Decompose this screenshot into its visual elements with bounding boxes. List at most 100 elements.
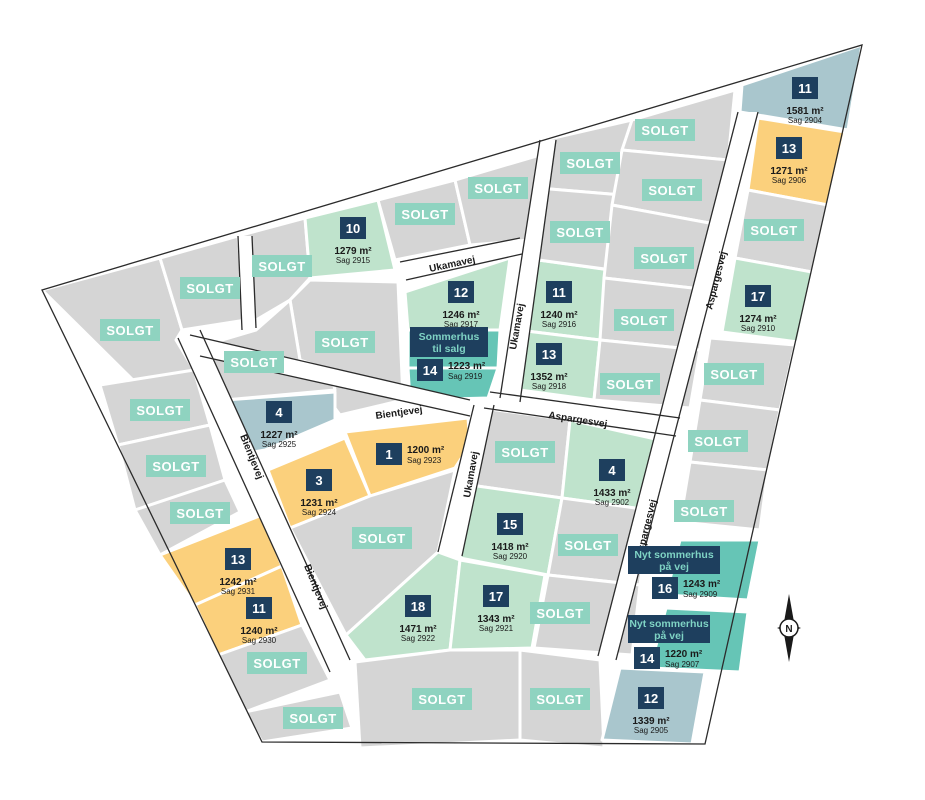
sold-badge: SOLGT: [560, 152, 620, 174]
sold-badge-label: SOLGT: [750, 223, 797, 238]
parcel-center-lower-big[interactable]: [288, 468, 457, 637]
lot-area: 1271 m²: [770, 166, 808, 177]
sold-badge: SOLGT: [100, 319, 160, 341]
sold-badge-label: SOLGT: [536, 606, 583, 621]
sold-badge-label: SOLGT: [136, 403, 183, 418]
sold-badge: SOLGT: [642, 179, 702, 201]
banner-nyt-sommerhus-lower[interactable]: Nyt sommerhus på vej: [628, 615, 710, 643]
lot-case: Sag 2915: [336, 256, 371, 265]
sold-badge: SOLGT: [558, 534, 618, 556]
sold-badge: SOLGT: [744, 219, 804, 241]
sold-badge: SOLGT: [530, 688, 590, 710]
sold-badge-label: SOLGT: [564, 538, 611, 553]
sold-badge: SOLGT: [614, 309, 674, 331]
lot-area: 1223 m²: [448, 361, 486, 372]
lot-case: Sag 2924: [302, 508, 337, 517]
sold-badge-label: SOLGT: [620, 313, 667, 328]
sold-badge-label: SOLGT: [566, 156, 613, 171]
lot-case: Sag 2916: [542, 320, 577, 329]
street-label-bientjevej-mid: Bientjevej: [375, 404, 424, 421]
lot-case: Sag 2930: [242, 636, 277, 645]
lot-area: 1339 m²: [632, 716, 670, 727]
lot-number: 13: [782, 141, 796, 156]
sold-badge: SOLGT: [550, 221, 610, 243]
banner-layer: Sommerhus til salg Nyt sommerhus på vej …: [410, 327, 720, 643]
lot-number: 17: [489, 589, 503, 604]
sold-badge: SOLGT: [170, 502, 230, 524]
sold-badge: SOLGT: [315, 331, 375, 353]
road-edge-aspargesvej-2: [483, 407, 677, 437]
road-edge-bientjevej-4: [199, 329, 351, 661]
sold-badge-label: SOLGT: [556, 225, 603, 240]
road-bientjevej-stub: [238, 236, 256, 330]
sold-badge-label: SOLGT: [358, 531, 405, 546]
road-aspargesvej-mid: [484, 392, 680, 436]
banner-nyt-sommerhus-upper[interactable]: Nyt sommerhus på vej: [628, 546, 720, 574]
lot-number: 11: [798, 81, 812, 96]
lot-number: 10: [346, 221, 360, 236]
sold-badge: SOLGT: [247, 652, 307, 674]
lot-case: Sag 2921: [479, 624, 514, 633]
lot-number: 1: [385, 447, 392, 462]
sold-badge-layer: SOLGT SOLGT SOLGT SOLGT SOLGT SOLGT SOLGT SOLGT…: [100, 119, 804, 729]
lot-case: Sag 2904: [788, 116, 823, 125]
lot-area: 1227 m²: [260, 430, 298, 441]
lot-area: 1471 m²: [399, 624, 437, 635]
road-aspargesvej-east: [598, 112, 758, 660]
lot-number: 16: [658, 581, 672, 596]
lot-case: Sag 2920: [493, 552, 528, 561]
sold-badge: SOLGT: [704, 363, 764, 385]
road-edge-ukamavej-n2: [519, 139, 557, 403]
road-edge-aspargesvej-1: [489, 391, 681, 419]
sold-badge: SOLGT: [674, 500, 734, 522]
banner-sommerhus-til-salg[interactable]: Sommerhus til salg: [410, 327, 488, 357]
sold-badge: SOLGT: [180, 277, 240, 299]
road-ukamavej-north: [500, 140, 556, 402]
lot-number: 3: [315, 473, 322, 488]
lot-number: 13: [542, 347, 556, 362]
lot-number: 14: [423, 363, 438, 378]
sold-badge-label: SOLGT: [536, 692, 583, 707]
sold-badge: SOLGT: [495, 441, 555, 463]
lot-area: 1352 m²: [530, 372, 568, 383]
road-edge-aspargesvej-3: [597, 111, 739, 657]
sold-badge-label: SOLGT: [186, 281, 233, 296]
road-edge-bientjevej-stub-2: [251, 235, 257, 329]
lot-area: 1581 m²: [786, 106, 824, 117]
road-bientjevej-left: [178, 330, 350, 672]
sold-badge: SOLGT: [283, 707, 343, 729]
sold-badge: SOLGT: [635, 119, 695, 141]
lot-number: 12: [644, 691, 658, 706]
lot-area: 1279 m²: [334, 246, 372, 257]
lot-area: 1343 m²: [477, 614, 515, 625]
sold-badge-label: SOLGT: [321, 335, 368, 350]
lot-area: 1242 m²: [219, 577, 257, 588]
lot-number: 14: [640, 651, 655, 666]
sold-badge: SOLGT: [412, 688, 472, 710]
lot-number: 15: [503, 517, 517, 532]
road-edge-bientjevej-3: [177, 337, 331, 673]
sold-badge: SOLGT: [530, 602, 590, 624]
